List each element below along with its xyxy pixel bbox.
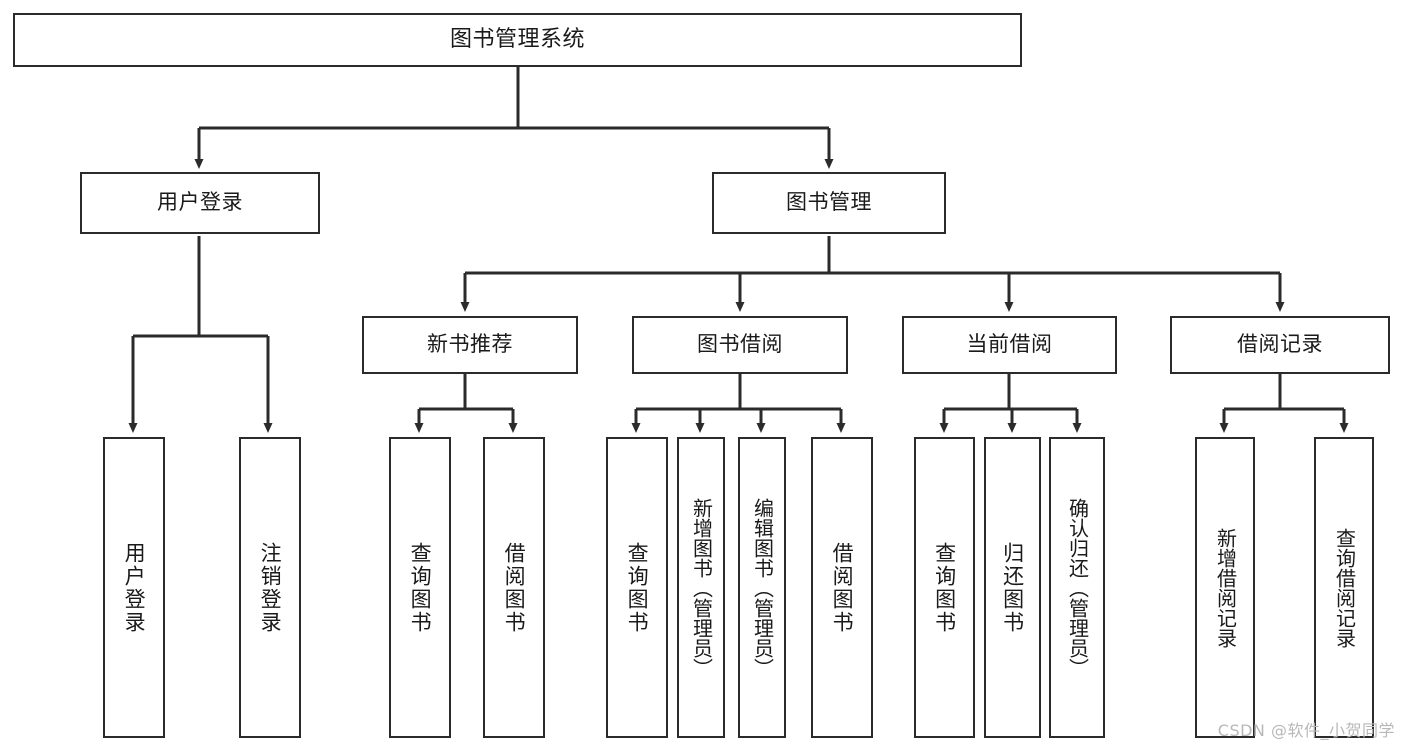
node-label: 查询图书 (932, 541, 957, 634)
node-book-management[interactable]: 图书管理 (712, 172, 946, 234)
leaf-record-add-record[interactable]: 新增借阅记录 (1195, 437, 1255, 738)
node-label: 借阅图书 (502, 541, 527, 634)
node-book-borrow[interactable]: 图书借阅 (632, 316, 848, 374)
node-label: 编辑图书（管理员） (750, 497, 775, 678)
node-label: 归还图书 (1000, 541, 1025, 634)
leaf-record-query-record[interactable]: 查询借阅记录 (1314, 437, 1374, 738)
node-user-login[interactable]: 用户登录 (80, 172, 320, 234)
node-label: 新增借阅记录 (1213, 527, 1238, 648)
node-label: 图书管理 (786, 190, 872, 215)
node-label: 当前借阅 (966, 332, 1053, 357)
leaf-borrow-query-book[interactable]: 查询图书 (606, 437, 668, 738)
node-label: 确认归还（管理员） (1065, 497, 1090, 678)
node-label: 用户登录 (122, 541, 147, 634)
node-label: 查询借阅记录 (1332, 527, 1357, 648)
node-label: 图书借阅 (697, 332, 783, 357)
leaf-user-login-signin[interactable]: 用户登录 (103, 437, 165, 738)
node-label: 注销登录 (258, 541, 283, 634)
node-label: 查询图书 (408, 541, 433, 634)
leaf-current-query-book[interactable]: 查询图书 (914, 437, 975, 738)
node-label: 查询图书 (625, 541, 650, 634)
leaf-borrow-borrow-book[interactable]: 借阅图书 (811, 437, 873, 738)
watermark-text: CSDN @软件_小贺同学 (1217, 721, 1395, 740)
node-label: 新书推荐 (427, 332, 513, 357)
node-label: 用户登录 (157, 190, 243, 215)
node-current-borrow[interactable]: 当前借阅 (902, 316, 1117, 374)
leaf-current-return-book[interactable]: 归还图书 (984, 437, 1041, 738)
node-label: 新增图书（管理员） (689, 497, 714, 678)
leaf-recommend-query-book[interactable]: 查询图书 (389, 437, 451, 738)
node-root-system[interactable]: 图书管理系统 (13, 13, 1022, 67)
leaf-user-login-signout[interactable]: 注销登录 (239, 437, 301, 738)
leaf-current-confirm-return-admin[interactable]: 确认归还（管理员） (1049, 437, 1105, 738)
leaf-recommend-borrow-book[interactable]: 借阅图书 (483, 437, 545, 738)
leaf-borrow-add-book-admin[interactable]: 新增图书（管理员） (677, 437, 725, 738)
leaf-borrow-edit-book-admin[interactable]: 编辑图书（管理员） (738, 437, 786, 738)
node-new-book-recommend[interactable]: 新书推荐 (362, 316, 578, 374)
node-label: 借阅图书 (830, 541, 855, 634)
node-label: 图书管理系统 (449, 26, 585, 52)
node-label: 借阅记录 (1237, 332, 1323, 357)
node-borrow-record[interactable]: 借阅记录 (1170, 316, 1390, 374)
